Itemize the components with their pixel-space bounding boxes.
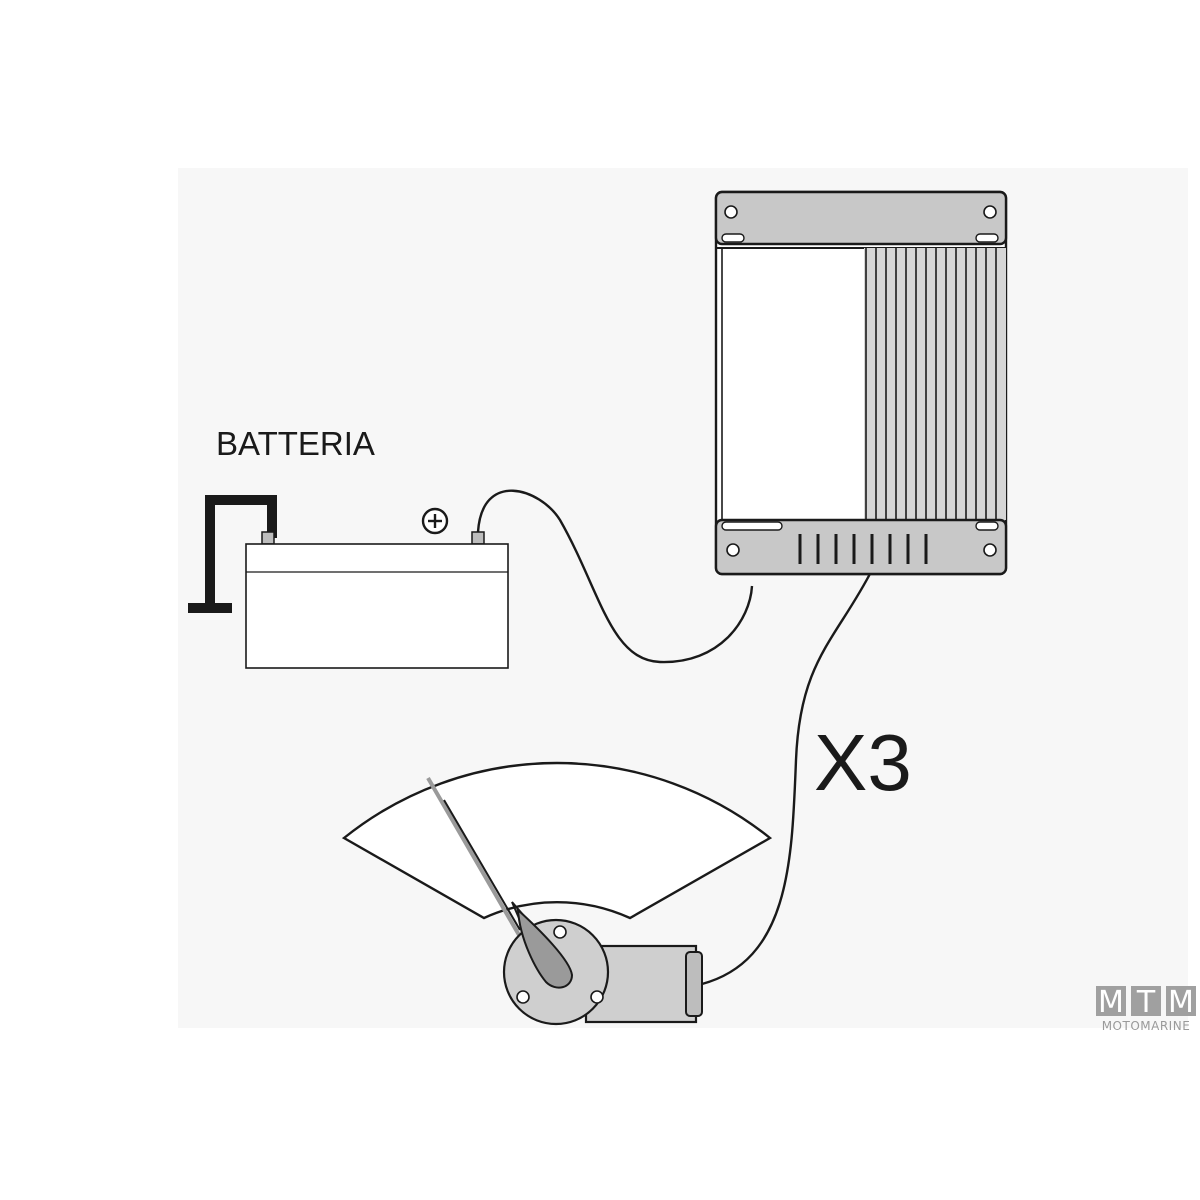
logo-tile [1166, 986, 1196, 1016]
controller-top-bar [714, 190, 1008, 246]
logo-letter: M [1098, 985, 1124, 1020]
battery-terminal-positive [471, 531, 485, 545]
controller-bottom-bar [714, 518, 1008, 576]
heat-sink-fins [865, 248, 997, 520]
battery-to-controller-wire [476, 489, 754, 664]
mounting-hole [983, 543, 997, 557]
rail-slot [975, 233, 999, 243]
logo-letter: T [1136, 985, 1156, 1020]
battery-label: BATTERIA [216, 425, 375, 462]
controller-box [714, 190, 1008, 576]
plus-circle-icon [421, 507, 449, 535]
mounting-hole [516, 990, 530, 1004]
vent-slots [798, 534, 928, 564]
wiper-sweep-area [341, 761, 773, 920]
brand-logo: M T M MOTOMARINE [1096, 985, 1196, 1033]
heat-sink [864, 248, 1006, 520]
battery-terminal-negative [261, 531, 275, 545]
wiper-blade [443, 799, 521, 931]
rail-slot [721, 521, 783, 531]
battery-body [245, 543, 509, 669]
mounting-hole [590, 990, 604, 1004]
mounting-hole [726, 543, 740, 557]
mounting-hole [724, 205, 738, 219]
mounting-hole [983, 205, 997, 219]
mounting-hole [553, 925, 567, 939]
rail-slot [975, 521, 999, 531]
battery: BATTERIA [188, 425, 509, 669]
logo-subtitle: MOTOMARINE [1102, 1019, 1191, 1033]
rail-slot [721, 233, 745, 243]
logo-tile [1096, 986, 1126, 1016]
quantity-label: X3 [814, 718, 912, 807]
wiper-spindle [516, 907, 574, 989]
wiper-motor-endcap [685, 951, 703, 1017]
controller-to-motor-wire [701, 569, 874, 986]
logo-tile [1131, 986, 1161, 1016]
wiper-arm [426, 776, 532, 956]
logo-letter: M [1168, 985, 1194, 1020]
ground-symbol-icon [188, 495, 277, 613]
wiper-assembly [341, 761, 773, 1026]
